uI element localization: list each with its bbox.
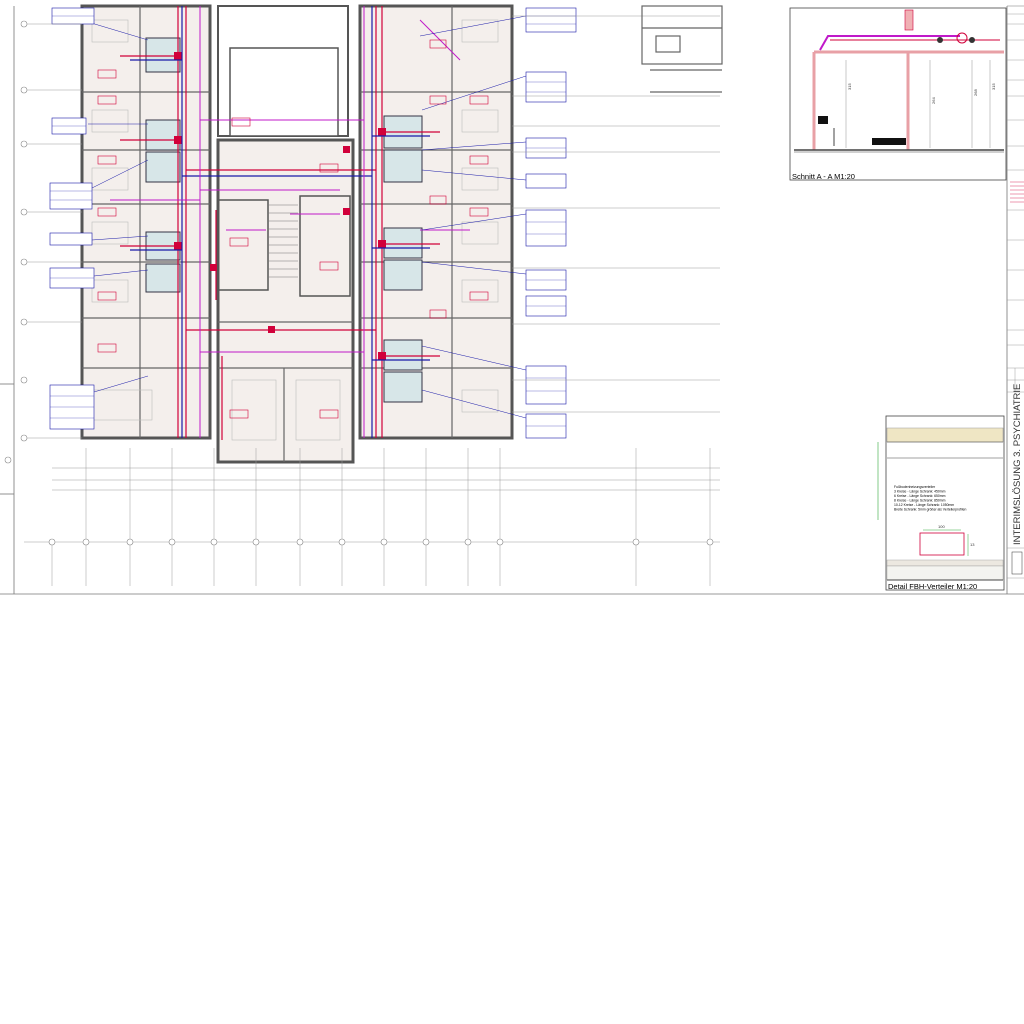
detail-note-line-3: 6 Kreise - Länge Schrank: 650mm <box>894 494 946 498</box>
wet-rooms <box>145 37 423 403</box>
section-dim-2: 264 <box>931 97 936 104</box>
section-title: Schnitt A - A M1:20 <box>792 172 855 181</box>
leader-lines <box>87 15 527 419</box>
project-title: INTERIMSLÖSUNG 3. PSYCHIATRIE <box>1012 384 1023 545</box>
detail-view: 100 13 Fußbodenheizungsverteiler 3 Kreis… <box>877 415 1005 591</box>
detail-dim-width: 100 <box>938 524 945 529</box>
detail-note-line-4: 8 Kreise - Länge Schrank: 850mm <box>894 499 946 503</box>
detail-note-line-1: Fußbodenheizungsverteiler <box>894 485 936 489</box>
circuit-tables-right <box>525 7 577 439</box>
furniture <box>91 19 499 441</box>
circuit-table-rows <box>50 15 576 427</box>
detail-note-line-2: 3 Kreise - Länge Schrank: 450mm <box>894 490 946 494</box>
axis-grid <box>24 15 720 586</box>
axis-bubbles <box>4 20 714 546</box>
section-dim-4: 315 <box>991 83 996 90</box>
section-view: 315 264 268 315 Schnitt A - A M1:20 <box>789 7 1007 181</box>
section-dim-1: 315 <box>847 83 852 90</box>
detail-note-line-5: 10-12 Kreise - Länge Schrank: 1050mm <box>894 503 954 507</box>
section-dim-3: 268 <box>973 89 978 96</box>
stairs <box>268 204 298 278</box>
heating-supply-markers <box>174 52 386 360</box>
plan-fragment-right <box>641 5 723 93</box>
ventilation-ducts <box>110 6 470 438</box>
detail-dim-height: 13 <box>970 542 975 547</box>
walls <box>80 4 514 464</box>
heating-supply-pipes <box>120 6 440 440</box>
detail-note-line-6: Breite Schrank: 5mm größer als Verteiler… <box>894 508 966 512</box>
floor-plan <box>80 4 527 464</box>
heating-return-pipes <box>130 6 430 438</box>
room-labels <box>97 39 489 419</box>
title-block: INTERIMSLÖSUNG 3. PSYCHIATRIE <box>1007 5 1024 579</box>
detail-title: Detail FBH-Verteiler M1:20 <box>888 582 977 591</box>
